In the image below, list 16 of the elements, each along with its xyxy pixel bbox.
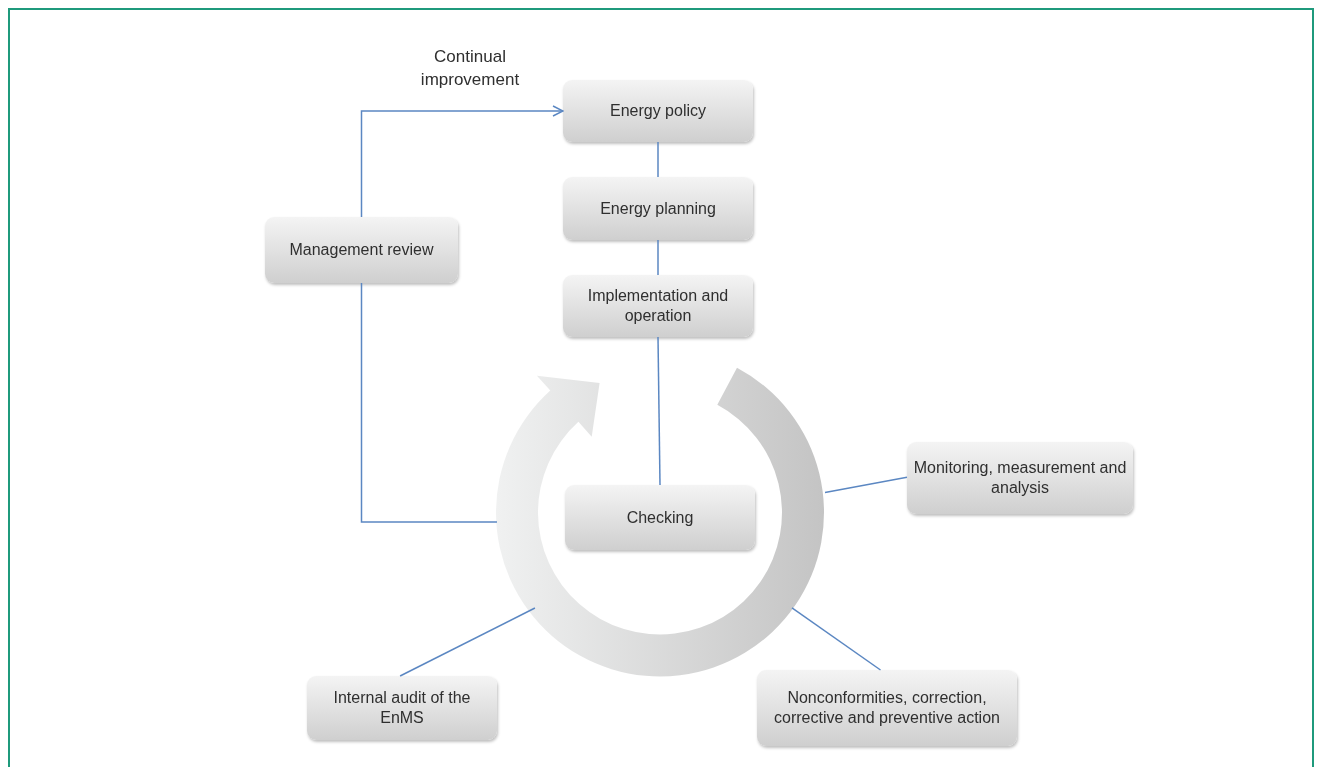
process-box: Energy planning: [563, 177, 753, 240]
connector-line: [657, 141, 659, 178]
process-box: Monitoring, measurement and analysis: [907, 442, 1133, 514]
connector-line: [399, 607, 536, 677]
connector-line: [824, 476, 908, 494]
connector-line: [657, 239, 659, 276]
connector-line: [791, 607, 882, 671]
process-box: Energy policy: [563, 80, 753, 142]
connector-line: [657, 336, 661, 486]
process-box: Management review: [265, 217, 458, 283]
process-box: Checking: [565, 485, 755, 550]
process-box: Nonconformities, correction, corrective and preventive action: [757, 670, 1017, 746]
process-box: Implementation and operation: [563, 275, 753, 337]
process-box: Internal audit of the EnMS: [307, 676, 497, 740]
arrow: [360, 105, 564, 218]
connector-line: [360, 282, 498, 523]
